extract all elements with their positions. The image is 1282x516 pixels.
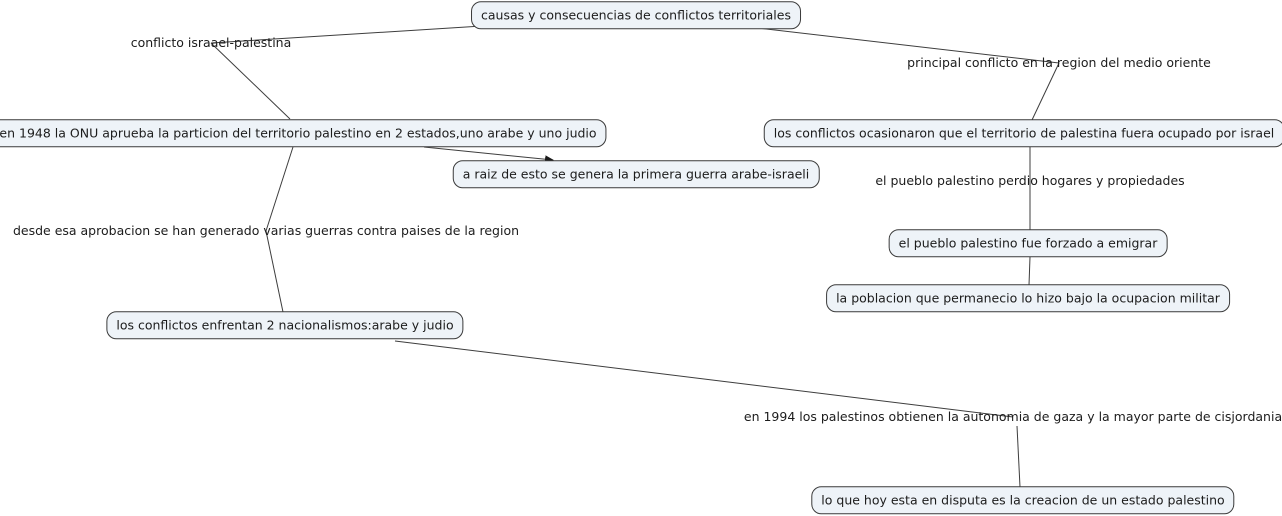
node-ocupacion-militar[interactable]: la poblacion que permanecio lo hizo bajo… [826, 284, 1230, 312]
node-primera-guerra[interactable]: a raiz de esto se genera la primera guer… [452, 160, 820, 188]
edge-principal-label-to-ocasionaron [1031, 62, 1060, 121]
node-onu-1948-particion[interactable]: en 1948 la ONU aprueba la particion del … [0, 119, 607, 147]
node-estado-palestino-en-disputa[interactable]: lo que hoy esta en disputa es la creacio… [811, 486, 1235, 514]
edge-onu1948-to-araiz-arrow [423, 146, 554, 164]
link-label-perdio-hogares[interactable]: el pueblo palestino perdio hogares y pro… [875, 172, 1185, 188]
edge-onu1948-to-desde-label [265, 146, 294, 232]
edge-forzado-to-poblacion [1028, 256, 1031, 286]
edge-desde-label-to-nacionalismos [265, 230, 284, 313]
edge-causas-to-conflicto-label [210, 25, 483, 44]
edge-conflicto-label-to-onu1948 [210, 42, 291, 120]
link-label-principal-conflicto[interactable]: principal conflicto en la region del med… [907, 54, 1211, 70]
edge-causas-to-principal-label [757, 27, 1060, 64]
link-label-en-1994-autonomia[interactable]: en 1994 los palestinos obtienen la auton… [743, 408, 1282, 424]
node-territorio-ocupado[interactable]: los conflictos ocasionaron que el territ… [763, 119, 1282, 147]
node-forzado-a-emigrar[interactable]: el pueblo palestino fue forzado a emigra… [888, 229, 1168, 257]
edge-nacionalismos-to-1994-label [394, 340, 1014, 418]
node-dos-nacionalismos[interactable]: los conflictos enfrentan 2 nacionalismos… [106, 311, 464, 339]
link-label-conflicto-israael-palestina[interactable]: conflicto israael-palestina [130, 34, 292, 50]
edge-1994-label-to-disputa [1016, 425, 1021, 488]
node-causas-y-consecuencias[interactable]: causas y consecuencias de conflictos ter… [471, 1, 801, 29]
link-label-desde-esa-aprobacion[interactable]: desde esa aprobacion se han generado var… [12, 222, 520, 238]
